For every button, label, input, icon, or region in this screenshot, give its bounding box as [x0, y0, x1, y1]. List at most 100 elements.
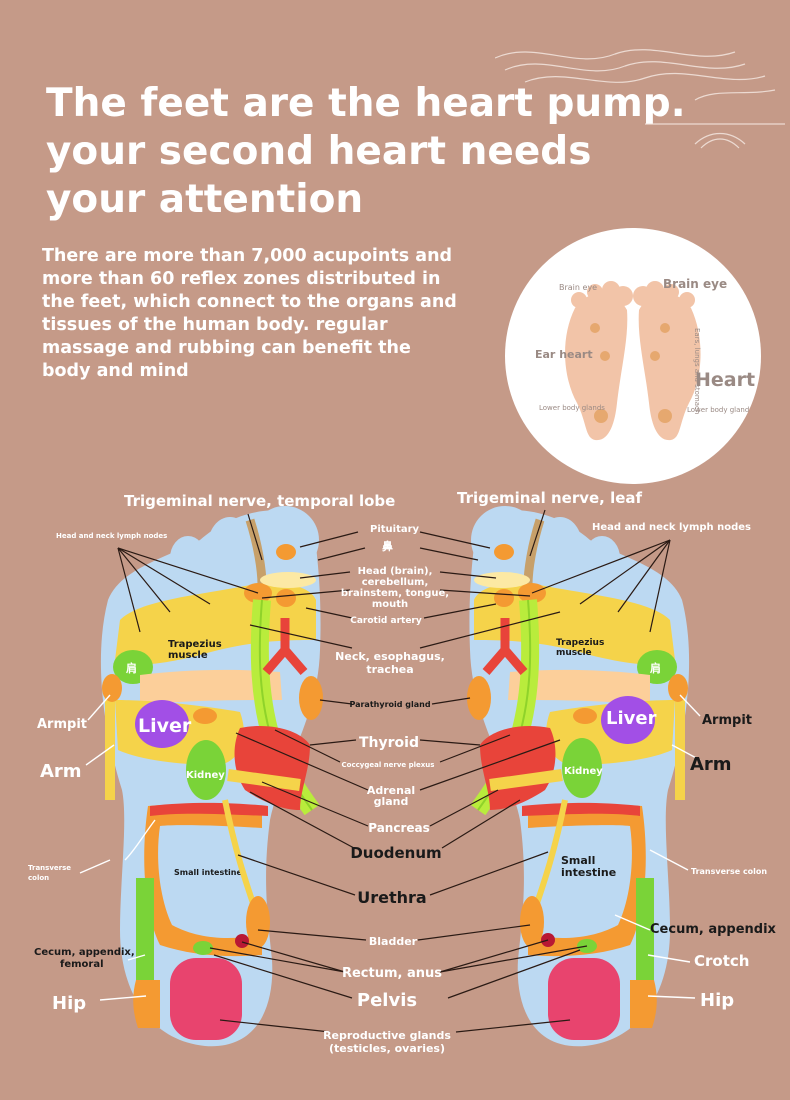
label-cecum-right: Cecum, appendix — [650, 922, 777, 937]
label-femoral: femoral — [60, 959, 104, 970]
label-head-neck-right: Head and neck lymph nodes — [592, 522, 751, 533]
left-lung-band — [140, 669, 282, 705]
label-transverse-right: Transverse colon — [691, 867, 767, 876]
inset-ears-lungs: Ears, lungs and stomach — [693, 328, 701, 414]
label-armpit-left: Armpit — [37, 717, 87, 732]
right-pancreas-band — [489, 769, 563, 791]
right-kidney-label: Kidney — [564, 766, 603, 777]
page-title: The feet are the heart pump. your second… — [46, 80, 686, 224]
title-line-3: your attention — [46, 177, 364, 222]
label-arm-right: Arm — [690, 754, 732, 775]
left-rectum-spot — [193, 941, 213, 955]
right-parathyroid-spot — [467, 676, 491, 720]
right-toe-2 — [538, 517, 582, 573]
label-trachea: trachea — [366, 663, 413, 676]
right-cecum-strip — [636, 878, 654, 990]
label-adrenal: Adrenal — [367, 784, 415, 797]
title-line-1: The feet are the heart pump. — [46, 81, 686, 126]
right-foot: 肩 Liver Kidney Small intestine — [467, 506, 690, 1047]
inset-feet-photo: Brain eye Brain eye Ear heart Ears, lung… — [505, 228, 761, 484]
left-anus-spot — [235, 934, 249, 948]
label-neck: Neck, esophagus, — [335, 650, 445, 663]
left-kidney-label: Kidney — [186, 770, 225, 781]
label-bladder: Bladder — [369, 935, 418, 948]
right-kidney-zone — [562, 738, 602, 798]
inset-lower-glands-left: Lower body glands — [539, 404, 605, 412]
right-small-label: Small — [561, 854, 595, 867]
label-urethra: Urethra — [357, 888, 426, 907]
label-hip-right: Hip — [700, 990, 734, 1011]
label-arm-left: Arm — [40, 761, 82, 782]
left-parathyroid-spot — [299, 676, 323, 720]
right-toe-3 — [584, 536, 620, 580]
left-kidney-zone — [186, 740, 226, 800]
left-armpit-spot — [102, 674, 122, 702]
label-nose-glyph: 鼻 — [382, 539, 393, 553]
right-pituitary-spot — [494, 544, 514, 560]
inset-left-foot — [565, 281, 633, 441]
left-cecum-strip — [136, 878, 154, 990]
label-cerebellum: cerebellum, — [362, 577, 429, 588]
left-foot: 肩 Liver Kidney — [100, 506, 323, 1047]
label-transverse-left: Transverse — [28, 864, 71, 872]
inset-heart: Heart — [695, 369, 755, 391]
right-hip-zone — [630, 980, 657, 1028]
label-thyroid: Thyroid — [359, 735, 419, 751]
leader-lines — [79, 509, 701, 1033]
right-reproductive-zone — [548, 958, 620, 1040]
inset-lower-glands-right: Lower body glands — [687, 406, 753, 414]
label-pancreas: Pancreas — [368, 821, 430, 835]
left-trachea — [262, 618, 308, 675]
label-colon-left: colon — [28, 874, 49, 882]
label-duodenum: Duodenum — [350, 844, 441, 862]
wave-decoration — [495, 49, 785, 149]
intro-paragraph: There are more than 7,000 acupoints and … — [42, 246, 457, 381]
right-intestine-label: intestine — [561, 866, 616, 879]
left-liver-zone — [135, 700, 189, 748]
left-bladder-spot — [246, 896, 270, 948]
label-reproductive: Reproductive glands — [323, 1029, 451, 1042]
right-shoulder-glyph: 肩 — [650, 661, 661, 675]
left-reproductive-zone — [170, 958, 242, 1040]
label-coccygeal: Coccygeal nerve plexus — [342, 761, 435, 769]
right-trachea — [482, 618, 528, 675]
left-toe-3 — [170, 536, 206, 580]
label-trigeminal-right: Trigeminal nerve, leaf — [457, 489, 643, 507]
left-head-spot-2 — [276, 589, 296, 607]
left-liver-small-spot — [193, 708, 217, 724]
label-cecum-left: Cecum, appendix, — [34, 947, 135, 958]
right-armpit-spot — [668, 674, 688, 702]
inset-right-foot — [633, 281, 701, 441]
label-brainstem: brainstem, tongue, — [341, 588, 449, 599]
label-trigeminal-left: Trigeminal nerve, temporal lobe — [124, 492, 395, 510]
left-liver-label: Liver — [138, 715, 192, 737]
left-pancreas-band — [227, 769, 301, 791]
right-liver-label: Liver — [606, 708, 657, 729]
left-muscle-label: muscle — [168, 650, 208, 661]
left-transverse-colon — [150, 802, 268, 816]
left-trapezius-label: Trapezius — [168, 639, 222, 650]
label-pituitary: Pituitary — [370, 524, 420, 535]
label-parathyroid: Parathyroid gland — [349, 700, 430, 709]
left-hip-zone — [133, 980, 160, 1028]
left-big-toe — [251, 506, 319, 574]
left-toe-2 — [208, 517, 252, 573]
right-transverse-colon — [522, 802, 640, 816]
label-hip-left: Hip — [52, 993, 86, 1014]
label-carotid: Carotid artery — [350, 616, 422, 626]
right-head-highlight — [474, 572, 530, 588]
left-head-highlight — [260, 572, 316, 588]
left-small-intestine-label: Small intestine — [174, 868, 242, 877]
label-gland: gland — [374, 795, 409, 808]
inset-ear-heart: Ear heart — [535, 348, 593, 361]
right-liver-zone — [601, 696, 655, 744]
right-small-intestine-zone — [540, 828, 627, 934]
label-mouth: mouth — [372, 599, 408, 610]
right-head-spot-2 — [494, 589, 514, 607]
left-pituitary-spot — [276, 544, 296, 560]
right-liver-small-spot — [573, 708, 597, 724]
left-toe-4 — [138, 565, 170, 605]
left-small-intestine-zone — [163, 828, 250, 934]
